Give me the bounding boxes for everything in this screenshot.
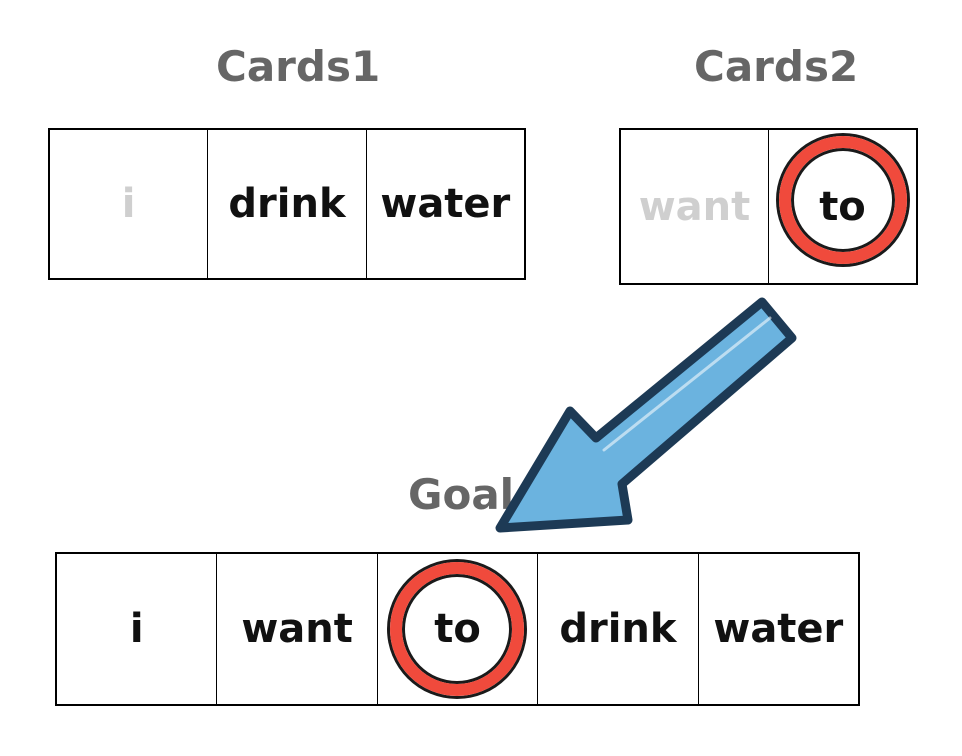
goal-slot-label: to [434,606,481,652]
card-i[interactable]: i [50,130,207,278]
card-want[interactable]: want [621,130,768,283]
goal-slot-label: water [713,606,844,652]
cards1-row: i drink water [48,128,526,280]
cards2-row: want to [619,128,918,285]
card-drink[interactable]: drink [207,130,365,278]
goal-slot-water[interactable]: water [697,554,858,704]
card-to[interactable]: to [768,130,916,283]
cards1-title: Cards1 [216,42,381,91]
card-label: want [638,183,751,230]
goal-slot-label: want [241,606,353,652]
card-label: to [819,183,866,230]
goal-slot-label: drink [559,606,677,652]
goal-slot-want[interactable]: want [216,554,376,704]
card-label: drink [228,181,346,227]
goal-slot-label: i [129,606,144,652]
cards2-title: Cards2 [694,42,859,91]
card-label: i [121,181,136,227]
goal-slot-i[interactable]: i [57,554,216,704]
arrow-highlight [602,316,772,452]
goal-title: Goal [408,470,515,519]
card-label: water [380,181,511,227]
goal-slot-to[interactable]: to [376,554,537,704]
goal-row: i want to drink water [55,552,860,706]
goal-slot-drink[interactable]: drink [537,554,697,704]
card-water[interactable]: water [365,130,524,278]
